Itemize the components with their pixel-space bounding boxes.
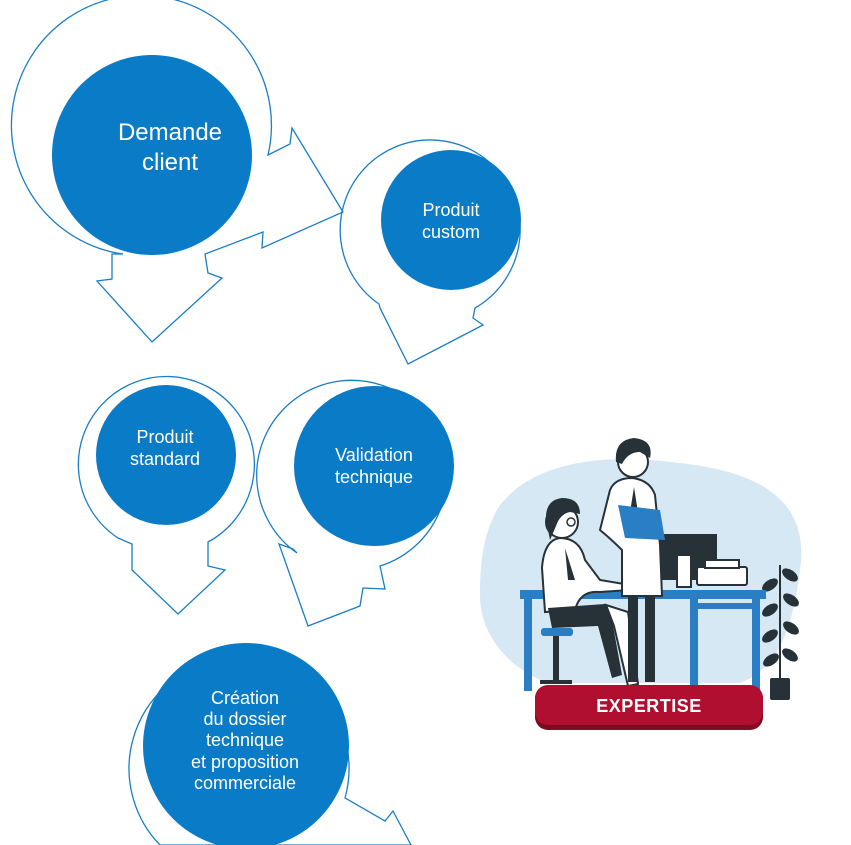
expertise-badge: EXPERTISE	[535, 685, 763, 729]
node-circle-demande-client	[52, 55, 252, 255]
node-circle-produit-custom	[381, 150, 521, 290]
woman-figure-icon	[540, 498, 640, 688]
printer-icon	[696, 559, 748, 586]
node-label-produit-custom: Produit custom	[421, 200, 481, 242]
node-label-demande-client: Demande client	[117, 119, 223, 176]
node-label-creation-dossier: Création du dossier technique et proposi…	[190, 688, 300, 793]
outline-produit-custom	[339, 139, 521, 365]
man-figure-icon	[598, 438, 665, 682]
node-label-produit-standard: Produit standard	[129, 427, 201, 469]
node-circle-produit-standard	[96, 385, 236, 525]
node-circle-validation-technique	[294, 386, 454, 546]
plant-icon	[762, 565, 799, 700]
office-team-illustration	[480, 438, 802, 700]
node-label-validation-technique: Validation technique	[334, 445, 414, 487]
outline-demande-client	[10, 0, 344, 343]
outline-produit-standard	[77, 375, 255, 615]
node-circle-creation-dossier	[143, 643, 349, 845]
